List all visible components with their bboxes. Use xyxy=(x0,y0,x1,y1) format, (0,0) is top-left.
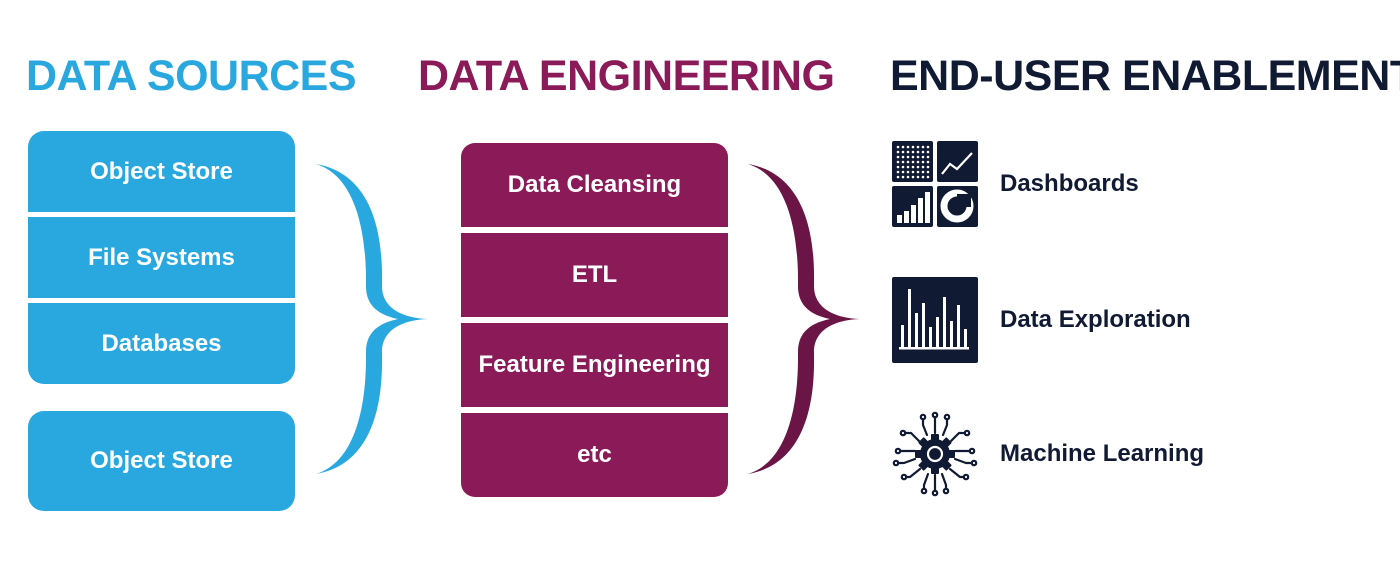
data-sources-stack: Object Store File Systems Databases xyxy=(28,131,295,384)
data-engineering-heading: DATA ENGINEERING xyxy=(418,52,835,100)
source-box-file-systems: File Systems xyxy=(28,217,295,298)
data-engineering-stack: Data Cleansing ETL Feature Engineering e… xyxy=(461,143,728,497)
enablement-item-machine-learning: Machine Learning xyxy=(892,411,1204,497)
enablement-item-data-exploration: Data Exploration xyxy=(892,277,1191,363)
source-box-databases: Databases xyxy=(28,303,295,384)
end-user-enablement-heading: END-USER ENABLEMENT xyxy=(890,52,1400,100)
source-box-object-store-single: Object Store xyxy=(28,411,295,511)
enablement-item-dashboards: Dashboards xyxy=(892,141,1139,227)
enablement-label-machine-learning: Machine Learning xyxy=(1000,440,1205,467)
data-sources-heading: DATA SOURCES xyxy=(26,52,357,100)
eng-box-data-cleansing: Data Cleansing xyxy=(461,143,728,227)
source-box-object-store: Object Store xyxy=(28,131,295,212)
eng-box-feature-engineering: Feature Engineering xyxy=(461,323,728,407)
gear-circuit-icon xyxy=(892,411,978,497)
sources-brace xyxy=(316,164,428,474)
engineering-brace xyxy=(748,164,860,474)
enablement-label-dashboards: Dashboards xyxy=(1000,170,1139,197)
dashboard-icon xyxy=(892,141,978,227)
eng-box-etc: etc xyxy=(461,413,728,497)
bar-chart-icon xyxy=(892,277,978,363)
eng-box-etl: ETL xyxy=(461,233,728,317)
enablement-label-data-exploration: Data Exploration xyxy=(1000,306,1191,333)
